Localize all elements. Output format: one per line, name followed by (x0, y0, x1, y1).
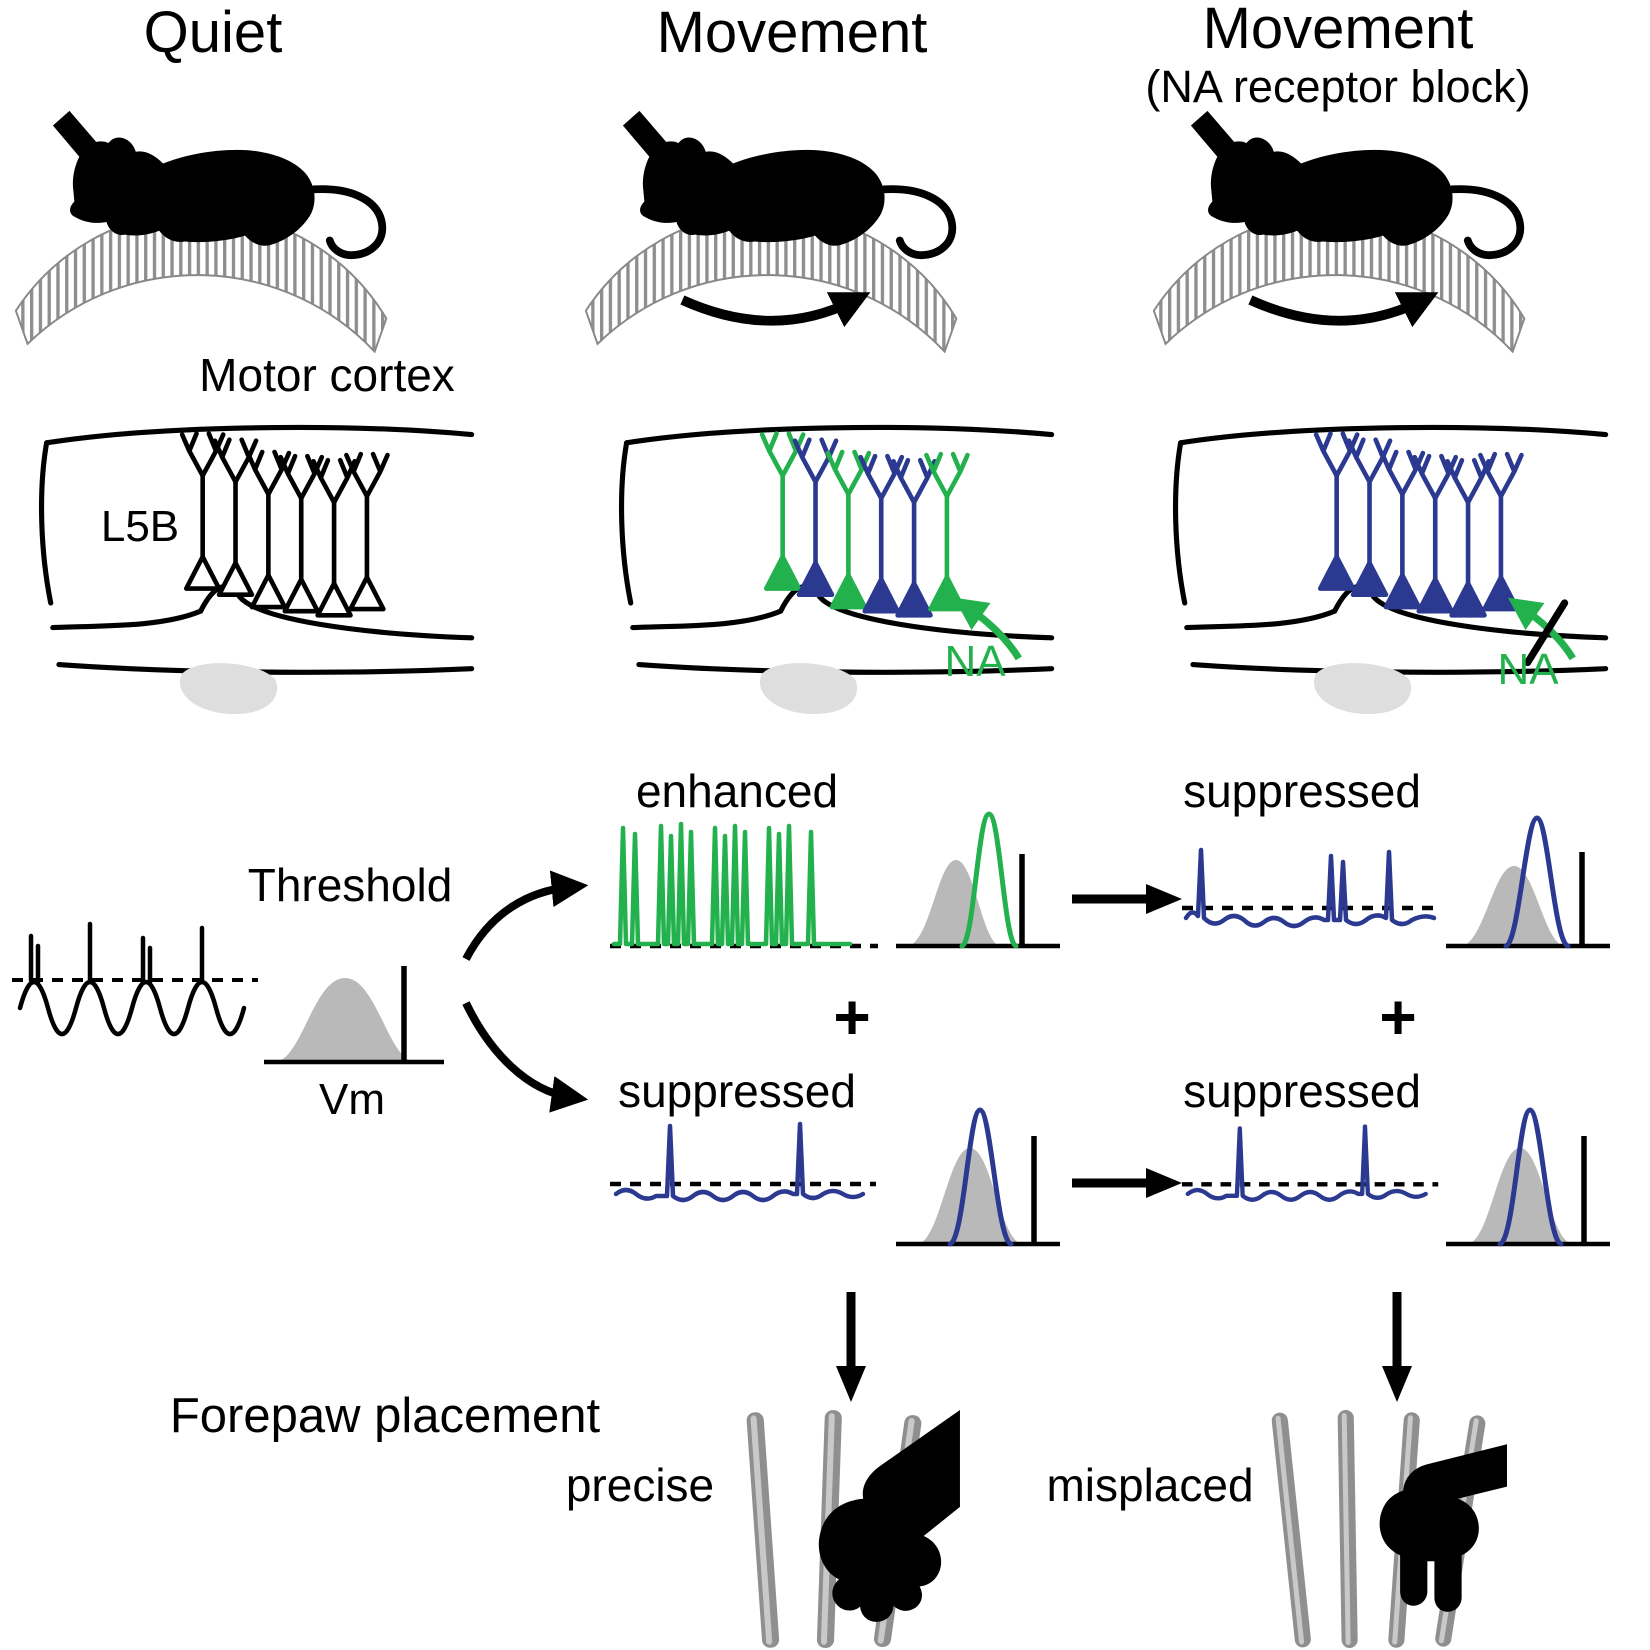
gray-distribution (1462, 866, 1564, 946)
mouse-silhouette (1208, 137, 1453, 246)
column-subtitle-na-receptor-block: (NA receptor block) (1145, 61, 1531, 112)
column-title-quiet: Quiet (143, 0, 283, 65)
suppressed-distribution-middle (896, 1107, 1060, 1247)
subcortical-structure (1313, 663, 1412, 715)
green-distribution (959, 811, 1019, 949)
suppressed-label-middle: suppressed (618, 1065, 856, 1117)
arrow-to-precise (836, 1292, 866, 1402)
blue-distribution (947, 1107, 1014, 1247)
arrow-to-enhanced (462, 870, 589, 961)
precise-label: precise (565, 1459, 715, 1511)
cortex-diagram-quiet (39, 424, 475, 715)
arrow-to-suppressed (462, 1001, 589, 1113)
vm-distribution-quiet (264, 966, 444, 1065)
suppressed-distribution-top-right (1446, 815, 1610, 949)
suppressed-trace-bottom-right (1182, 1124, 1439, 1202)
vm-label: Vm (319, 1075, 385, 1124)
column-title-movement-block: Movement (1202, 0, 1474, 61)
blue-distribution (1497, 1107, 1564, 1247)
gray-distribution (1468, 1148, 1572, 1244)
blue-sparse-spikes (1185, 1124, 1428, 1202)
mouse-on-wheel-na-block (1152, 110, 1526, 354)
blue-distribution (1503, 815, 1571, 949)
mouse-silhouette (70, 137, 315, 246)
block-slash-icon (1524, 599, 1569, 667)
fork-arrows (462, 870, 589, 1113)
mouse-on-wheel-quiet (14, 110, 388, 354)
arrow-to-misplaced (1382, 1292, 1412, 1402)
vm-trace-quiet (12, 921, 258, 1037)
gray-distribution (908, 860, 1000, 946)
running-arrow (1248, 292, 1439, 328)
paw-precise-illustration (746, 1410, 960, 1648)
forepaw-slipping (1379, 1444, 1507, 1612)
column-title-movement: Movement (656, 0, 928, 65)
blue-sparse-spikes (613, 1121, 866, 1203)
na-label-na-block: NA (1497, 645, 1559, 694)
enhanced-label: enhanced (635, 765, 839, 817)
enhanced-spike-trace (610, 821, 878, 949)
threshold-label: Threshold (247, 859, 453, 911)
mouse-on-wheel-movement (584, 110, 958, 354)
mouse-tail (874, 185, 957, 260)
na-arrow (953, 597, 1022, 661)
arrow-suppressed-to-suppressed (1072, 1168, 1182, 1198)
enhanced-distribution (896, 811, 1060, 949)
subcortical-structure (179, 663, 278, 715)
mouse-silhouette (640, 137, 885, 246)
cortex-diagram-na-block (1173, 424, 1609, 715)
suppressed-trace-top-right (1182, 847, 1440, 929)
l5b-neurons-movement (762, 434, 967, 616)
l5b-neurons-na-block (1316, 434, 1521, 616)
forepaw-gripping (818, 1410, 960, 1622)
suppressed-trace-middle (610, 1121, 876, 1203)
motor-cortex-label: Motor cortex (199, 349, 455, 401)
mouse-tail (1442, 185, 1525, 260)
vm-oscillation (17, 979, 247, 1037)
plus-sign-movement: + (833, 981, 871, 1053)
mouse-tail (304, 185, 387, 260)
suppressed-distribution-bottom-right (1446, 1107, 1610, 1247)
gray-distribution (918, 1148, 1022, 1244)
paw-misplaced-illustration (1271, 1410, 1507, 1648)
na-label-movement: NA (944, 637, 1006, 686)
green-spike-train (611, 821, 853, 947)
l5b-neurons-quiet (182, 434, 387, 616)
arrow-enhanced-to-suppressed (1072, 884, 1182, 914)
subcortical-structure (759, 663, 858, 715)
l5b-label: L5B (100, 502, 180, 551)
blue-sparse-spikes (1183, 847, 1437, 929)
gray-distribution (276, 978, 414, 1062)
running-arrow (680, 292, 871, 328)
forepaw-placement-label: Forepaw placement (169, 1389, 601, 1443)
cortex-diagram-movement (619, 424, 1055, 715)
spikes (28, 921, 205, 985)
misplaced-label: misplaced (1046, 1459, 1254, 1511)
plus-sign-na-block: + (1379, 981, 1417, 1053)
suppressed-label-top-right: suppressed (1183, 765, 1421, 817)
suppressed-label-bottom-right: suppressed (1183, 1065, 1421, 1117)
